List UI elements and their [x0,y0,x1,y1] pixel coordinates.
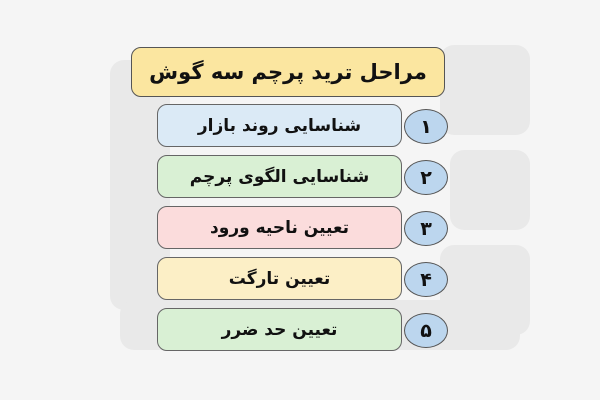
step-box-3: تعیین ناحیه ورود [157,206,402,249]
step-number-2: ۲ [404,160,448,195]
diagram-title: مراحل ترید پرچم سه گوش [131,47,445,97]
step-box-1: شناسایی روند بازار [157,104,402,147]
step-number-1: ۱ [404,109,448,144]
step-number-3: ۳ [404,211,448,246]
step-box-4: تعیین تارگت [157,257,402,300]
step-number-5: ۵ [404,313,448,348]
step-box-5: تعیین حد ضرر [157,308,402,351]
step-number-4: ۴ [404,262,448,297]
step-box-2: شناسایی الگوی پرچم [157,155,402,198]
